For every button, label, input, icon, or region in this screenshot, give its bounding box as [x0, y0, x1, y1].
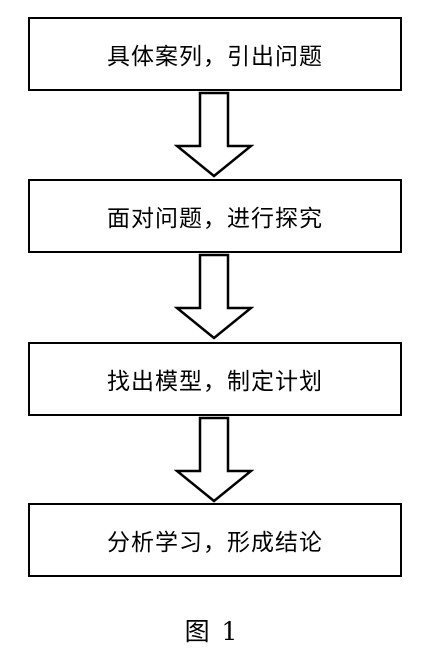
step-1-label: 具体案列，引出问题 — [107, 44, 323, 70]
down-arrow-icon — [174, 91, 254, 178]
step-4-label: 分析学习，形成结论 — [107, 530, 323, 556]
step-2-label: 面对问题，进行探究 — [107, 206, 323, 232]
figure-caption: 图 1 — [184, 617, 240, 646]
step-2-box: 面对问题，进行探究 — [28, 179, 402, 253]
step-4-box: 分析学习，形成结论 — [28, 503, 402, 577]
down-arrow-icon — [174, 416, 254, 503]
step-1-box: 具体案列，引出问题 — [28, 17, 402, 91]
step-3-box: 找出模型，制定计划 — [28, 342, 402, 416]
step-3-label: 找出模型，制定计划 — [107, 369, 323, 395]
down-arrow-icon — [174, 253, 254, 340]
